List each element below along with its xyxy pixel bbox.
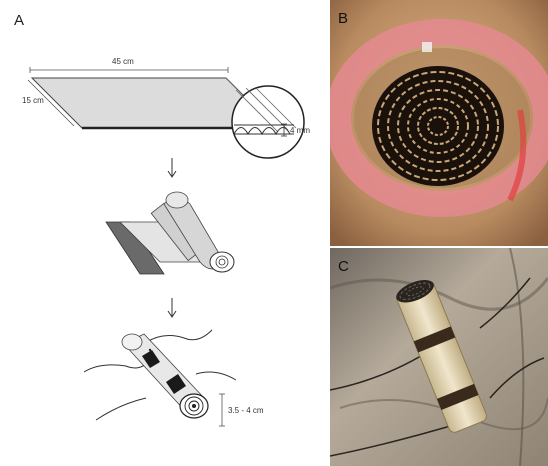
roll-on-tree-photo: [330, 248, 548, 466]
panel-b-label: B: [338, 10, 348, 27]
tied-roll-illustration: [84, 330, 236, 420]
panel-a-diagram: A 45 cm 15 cm 4 mm: [0, 0, 330, 466]
panel-a-label: A: [14, 12, 24, 29]
panel-b-photo: B: [330, 0, 548, 246]
panel-c-label: C: [338, 258, 349, 275]
diagram-svg: 45 cm 15 cm 4 mm: [0, 0, 330, 466]
cardboard-roll-end-photo: [330, 0, 548, 246]
width-label: 15 cm: [22, 96, 44, 105]
rolling-sheet-illustration: [106, 192, 234, 274]
down-arrow-icon: [168, 298, 176, 317]
length-label: 45 cm: [112, 57, 134, 66]
diameter-label: 3.5 - 4 cm: [228, 406, 264, 415]
panel-c-photo: C: [330, 248, 548, 466]
thickness-label: 4 mm: [290, 126, 310, 135]
down-arrow-icon: [168, 158, 176, 177]
